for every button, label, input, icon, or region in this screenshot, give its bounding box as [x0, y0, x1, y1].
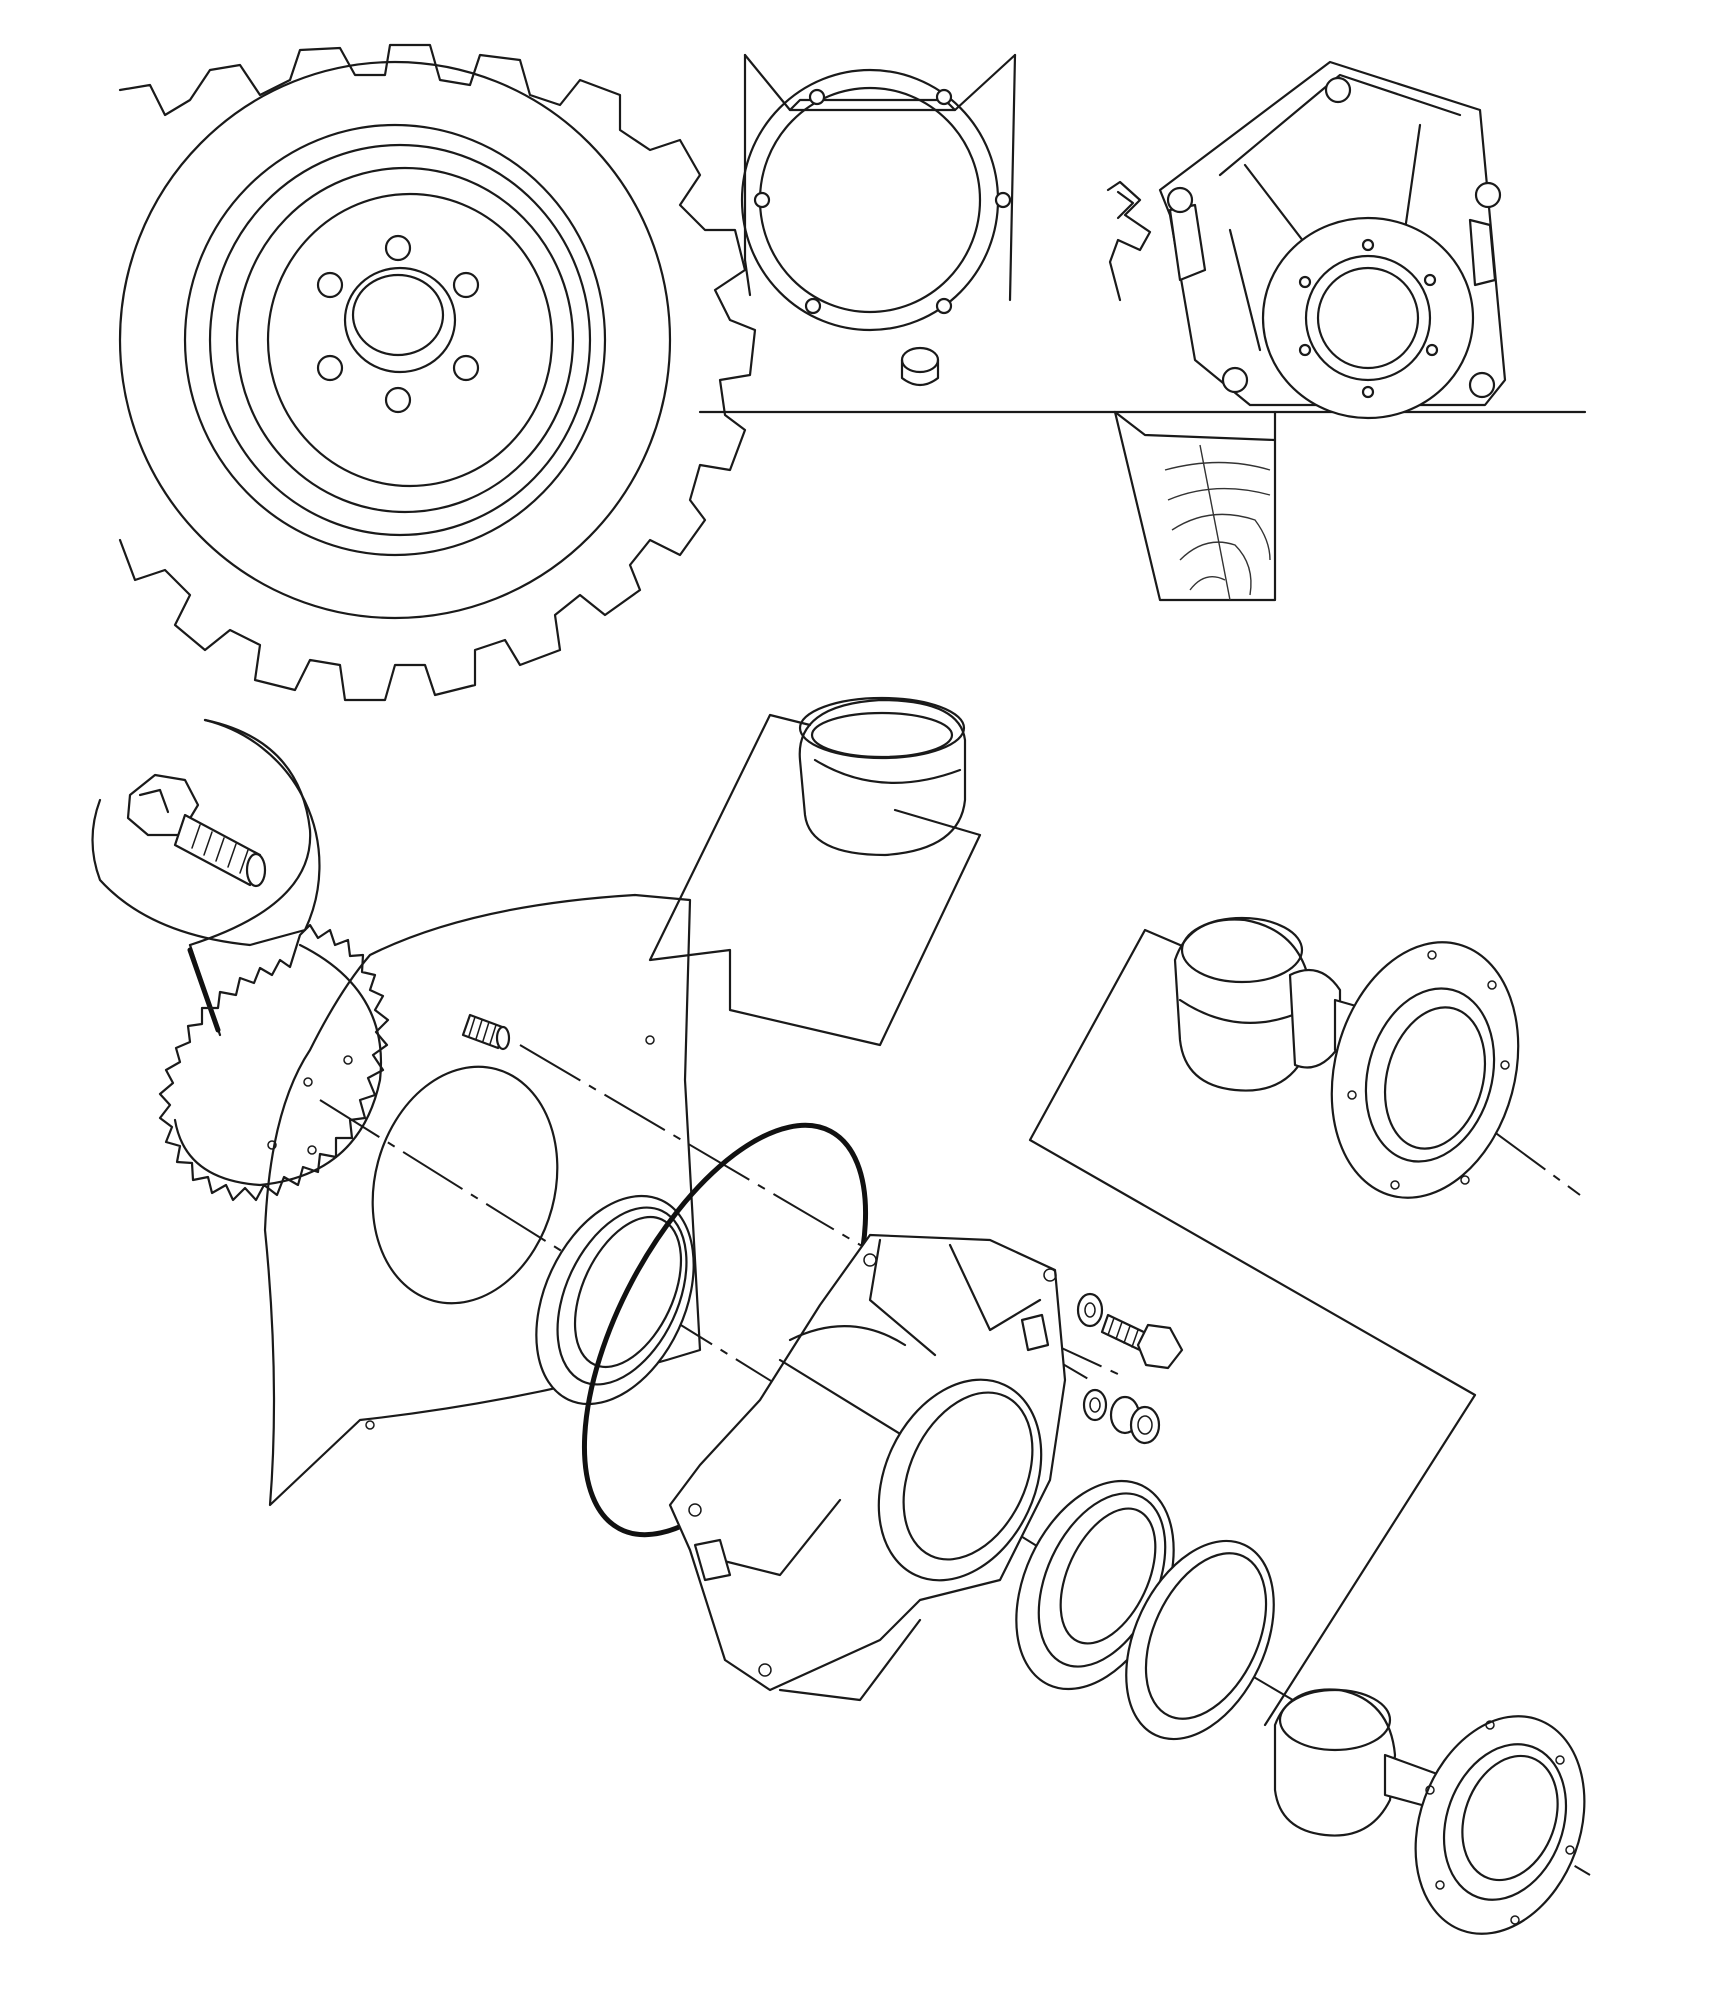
wooden-support-block — [1113, 410, 1277, 602]
oil-seal — [535, 1194, 695, 1406]
wheel-bolt-detail-callout — [91, 718, 321, 1037]
axle-housing-flange — [740, 53, 1017, 387]
hub-housing-casting — [668, 1233, 1067, 1702]
backing-plate — [263, 893, 702, 1507]
tractor-wheel — [118, 43, 757, 702]
wheel-studs — [316, 234, 480, 414]
bearing-cup — [1125, 1539, 1275, 1741]
bearing-sleeve — [798, 696, 967, 857]
stub-axle-lower — [1273, 1688, 1586, 1935]
connector-line-hub — [1028, 928, 1477, 1727]
hub-assembly-upper — [1173, 916, 1520, 1199]
spring-clip — [1106, 180, 1152, 302]
bolt-washer-nut — [1076, 1292, 1184, 1445]
threaded-stud — [461, 1013, 511, 1051]
connector-line-sleeve — [648, 713, 982, 1047]
installed-hub-housing — [1158, 60, 1507, 420]
sprocket — [158, 923, 390, 1202]
